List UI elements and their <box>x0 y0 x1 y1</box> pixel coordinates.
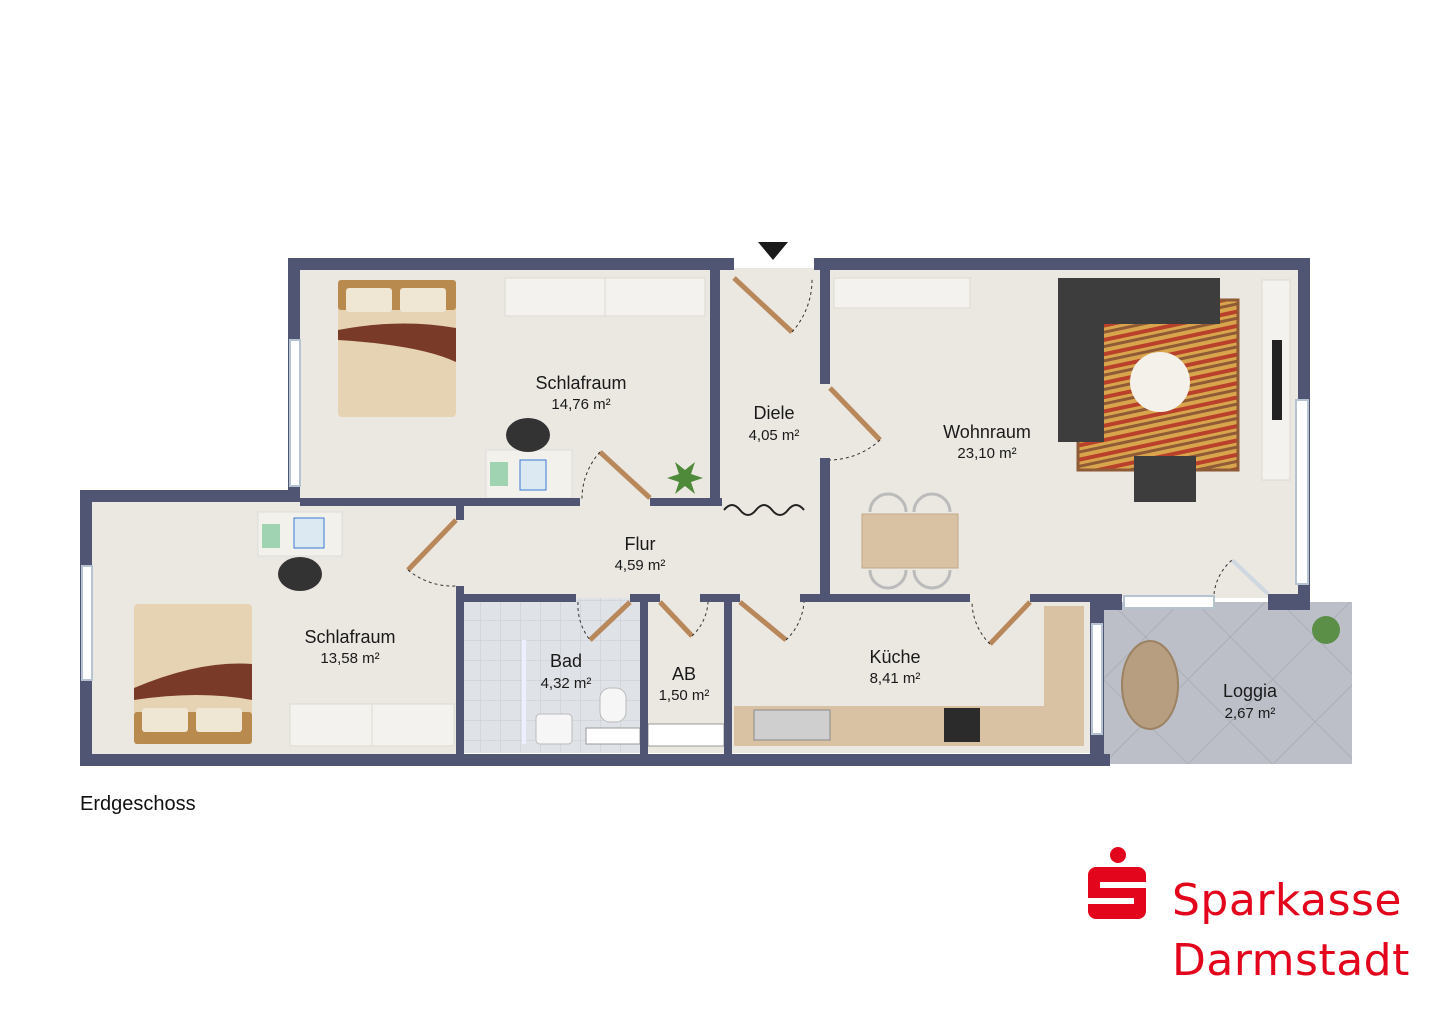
room-area-wohnraum: 23,10 m² <box>957 445 1016 462</box>
sparkasse-logo-icon <box>1088 847 1146 919</box>
room-area-loggia: 2,67 m² <box>1225 705 1276 722</box>
room-area-flur: 4,59 m² <box>615 557 666 574</box>
room-name-flur: Flur <box>625 534 656 554</box>
brand-name-line1: Sparkasse <box>1172 875 1402 926</box>
room-labels: Schlafraum 14,76 m² Diele 4,05 m² Wohnra… <box>304 373 1278 722</box>
entrance-arrow-icon <box>758 242 788 260</box>
brand-name-line2: Darmstadt <box>1172 935 1410 986</box>
room-name-loggia: Loggia <box>1223 681 1278 701</box>
room-area-schlafraum-left: 13,58 m² <box>320 650 379 667</box>
room-name-schlafraum-top: Schlafraum <box>535 373 626 393</box>
floor-label: Erdgeschoss <box>80 793 196 815</box>
doors <box>406 242 1270 646</box>
room-name-bad: Bad <box>550 651 582 671</box>
windows <box>81 339 1309 735</box>
room-name-ab: AB <box>672 664 696 684</box>
room-name-diele: Diele <box>753 403 794 423</box>
room-name-wohnraum: Wohnraum <box>943 422 1031 442</box>
room-name-schlafraum-left: Schlafraum <box>304 627 395 647</box>
room-name-kueche: Küche <box>869 647 920 667</box>
room-area-schlafraum-top: 14,76 m² <box>551 396 610 413</box>
room-area-kueche: 8,41 m² <box>870 670 921 687</box>
room-area-diele: 4,05 m² <box>749 427 800 444</box>
furniture <box>134 277 1340 747</box>
room-area-ab: 1,50 m² <box>659 687 710 704</box>
room-area-bad: 4,32 m² <box>541 675 592 692</box>
brand-block: Sparkasse Darmstadt <box>1086 845 1416 986</box>
